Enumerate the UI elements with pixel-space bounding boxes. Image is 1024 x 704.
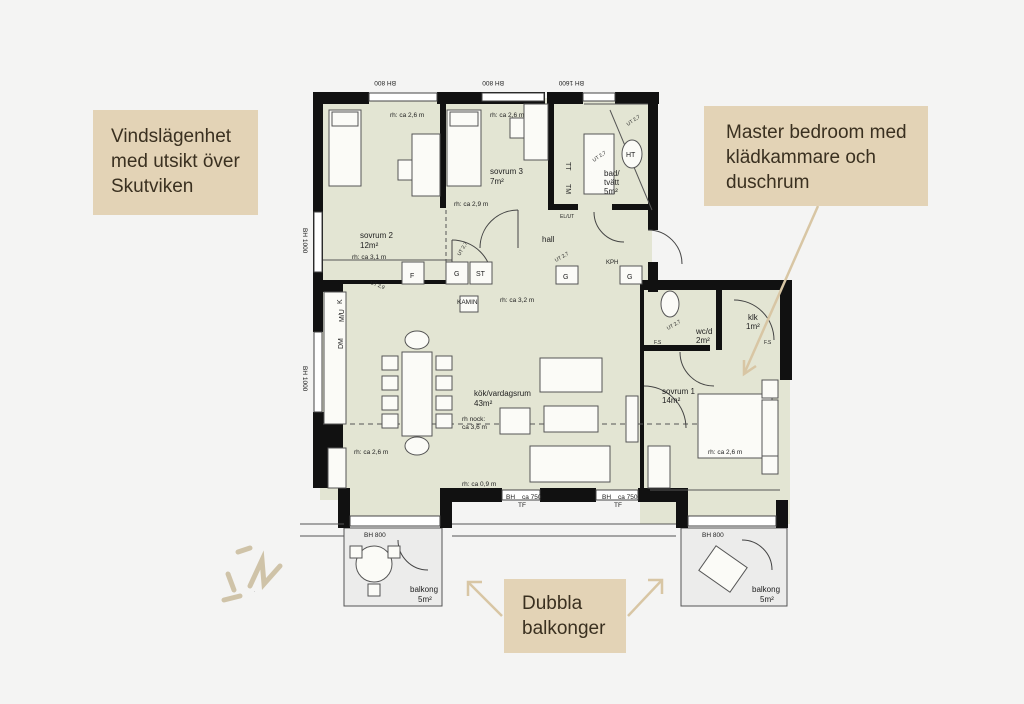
fixture-tt: TT: [564, 162, 571, 171]
balkong-left-name: balkong: [410, 585, 438, 594]
callout-arrows: [466, 205, 820, 617]
wcd-name: wc/d: [695, 327, 712, 336]
window-label-left-2: BH 1000: [301, 366, 308, 392]
window-label-bottom-1b: ca 750: [522, 494, 542, 501]
height-kok-left: rh: ca 2,6 m: [354, 449, 388, 456]
sovrum2-area: 12m²: [360, 241, 379, 250]
sovrum2-name: sovrum 2: [360, 231, 393, 240]
fixture-fs2: F.S: [764, 340, 772, 346]
window-label-bottom-1a: BH: [506, 494, 515, 501]
tv-unit: [625, 395, 639, 443]
fixture-kamin: KAMIN: [457, 299, 478, 306]
kok-area: 43m²: [474, 399, 493, 408]
windows: [313, 92, 777, 527]
fixture-f: F: [410, 273, 414, 280]
height-sovrum2-top: rh: ca 2,6 m: [390, 112, 424, 119]
fixture-mu: M/U: [339, 309, 346, 322]
height-sovrum3-bottom: rh: ca 2,9 m: [454, 201, 488, 208]
klk-area: 1m²: [746, 322, 760, 331]
fixture-elut: EL/UT: [560, 214, 574, 220]
callout-line: med utsikt över: [111, 151, 240, 172]
fixture-ht: HT: [626, 152, 636, 159]
sovrum3-name: sovrum 3: [490, 167, 523, 176]
sunbed: [698, 545, 748, 593]
callout-line: Vindslägenhet: [111, 126, 232, 147]
fixture-tm: TM: [564, 184, 571, 194]
bad-name: bad/: [604, 169, 620, 178]
callout-attic-view: Vindslägenhet med utsikt över Skutviken: [93, 110, 258, 215]
klk-name: klk: [748, 313, 759, 322]
compass-label: N: [254, 591, 255, 593]
wcd-area: 2m²: [696, 336, 710, 345]
kok-name: kök/vardagsrum: [474, 389, 531, 398]
kitchen-counter: [323, 291, 347, 425]
window-label-bottom-2c: TF: [614, 502, 622, 509]
sovrum1-name: sovrum 1: [662, 387, 695, 396]
floor-area: [320, 98, 790, 526]
callout-master-bedroom: Master bedroom med klädkammare och dusch…: [704, 106, 928, 206]
fixture-g3: G: [627, 274, 632, 281]
armchair-left: [499, 407, 531, 435]
window-label-bottom-2b: ca 750: [618, 494, 638, 501]
furniture: [323, 103, 779, 597]
height-labels: rh: ca 2,6 m rh: ca 2,6 m rh: ca 2,9 m r…: [352, 112, 742, 488]
fixture-st: ST: [476, 271, 486, 278]
callout-line: Dubbla: [522, 593, 583, 614]
sofa: [529, 445, 611, 483]
balkong-right-name: balkong: [752, 585, 780, 594]
balkong-right-area: 5m²: [760, 595, 774, 604]
height-sovrum1: rh: ca 2,6 m: [708, 449, 742, 456]
window-label-top-2: BH 800: [482, 79, 504, 86]
coffee-table: [543, 405, 599, 433]
sovrum1-area: 14m²: [662, 396, 681, 405]
window-label-top-1: BH 800: [374, 79, 396, 86]
fixture-k: K: [337, 299, 344, 304]
compass: [221, 545, 283, 603]
dining-table: [401, 351, 433, 437]
callout-double-balconies: Dubbla balkonger: [504, 579, 626, 653]
outer-walls: [313, 92, 792, 528]
armchair-top: [539, 357, 603, 393]
desk-sovrum3: [523, 103, 549, 161]
bad-area: 5m²: [604, 187, 618, 196]
toilet-wc: [660, 290, 680, 318]
window-label-balk-left: BH 800: [364, 532, 386, 539]
height-kok-bottom: rh: ca 0,9 m: [462, 481, 496, 488]
fixture-g2: G: [563, 274, 568, 281]
callout-line: duschrum: [726, 172, 810, 193]
height-sovrum3-top: rh: ca 2,6 m: [490, 112, 524, 119]
desk-sovrum2: [411, 133, 441, 197]
sovrum3-area: 7m²: [490, 177, 504, 186]
balcony-table: [355, 545, 393, 583]
bathtub: [583, 133, 615, 195]
doors: [397, 209, 775, 571]
fixture-g1: G: [454, 271, 459, 278]
height-kok-nock-1: rh nock:: [462, 416, 485, 423]
window-label-bottom-1c: TF: [518, 502, 526, 509]
toilet-bad: [621, 139, 643, 169]
fixture-fs1: F.S: [654, 340, 662, 346]
bad-name2: tvätt: [604, 178, 620, 187]
balkong-left-area: 5m²: [418, 595, 432, 604]
fixture-dm: DM: [338, 338, 345, 349]
fixture-ut5: UT 2,9: [369, 280, 385, 291]
height-kok-nock-2: ca 3,6 m: [462, 424, 487, 431]
bed-sovrum1: [697, 393, 773, 459]
room-labels: sovrum 2 12m² sovrum 3 7m² bad/ tvätt 5m…: [360, 167, 780, 604]
window-labels: BH 800 BH 800 BH 1600 BH 1000 BH 1000 BH…: [301, 79, 724, 539]
height-hall: rh: ca 3,2 m: [500, 297, 534, 304]
callout-line: balkonger: [522, 618, 606, 639]
fixture-kph: KPH: [606, 260, 618, 266]
window-label-left-1: BH 1000: [301, 228, 308, 254]
hall-name: hall: [542, 235, 555, 244]
window-label-balk-right: BH 800: [702, 532, 724, 539]
callout-line: Skutviken: [111, 176, 194, 197]
height-sovrum2-bottom: rh: ca 3,1 m: [352, 254, 386, 261]
callout-line: klädkammare och: [726, 147, 876, 168]
window-label-bottom-2a: BH: [602, 494, 611, 501]
window-label-top-3: BH 1600: [558, 79, 584, 86]
callout-line: Master bedroom med: [726, 122, 907, 143]
